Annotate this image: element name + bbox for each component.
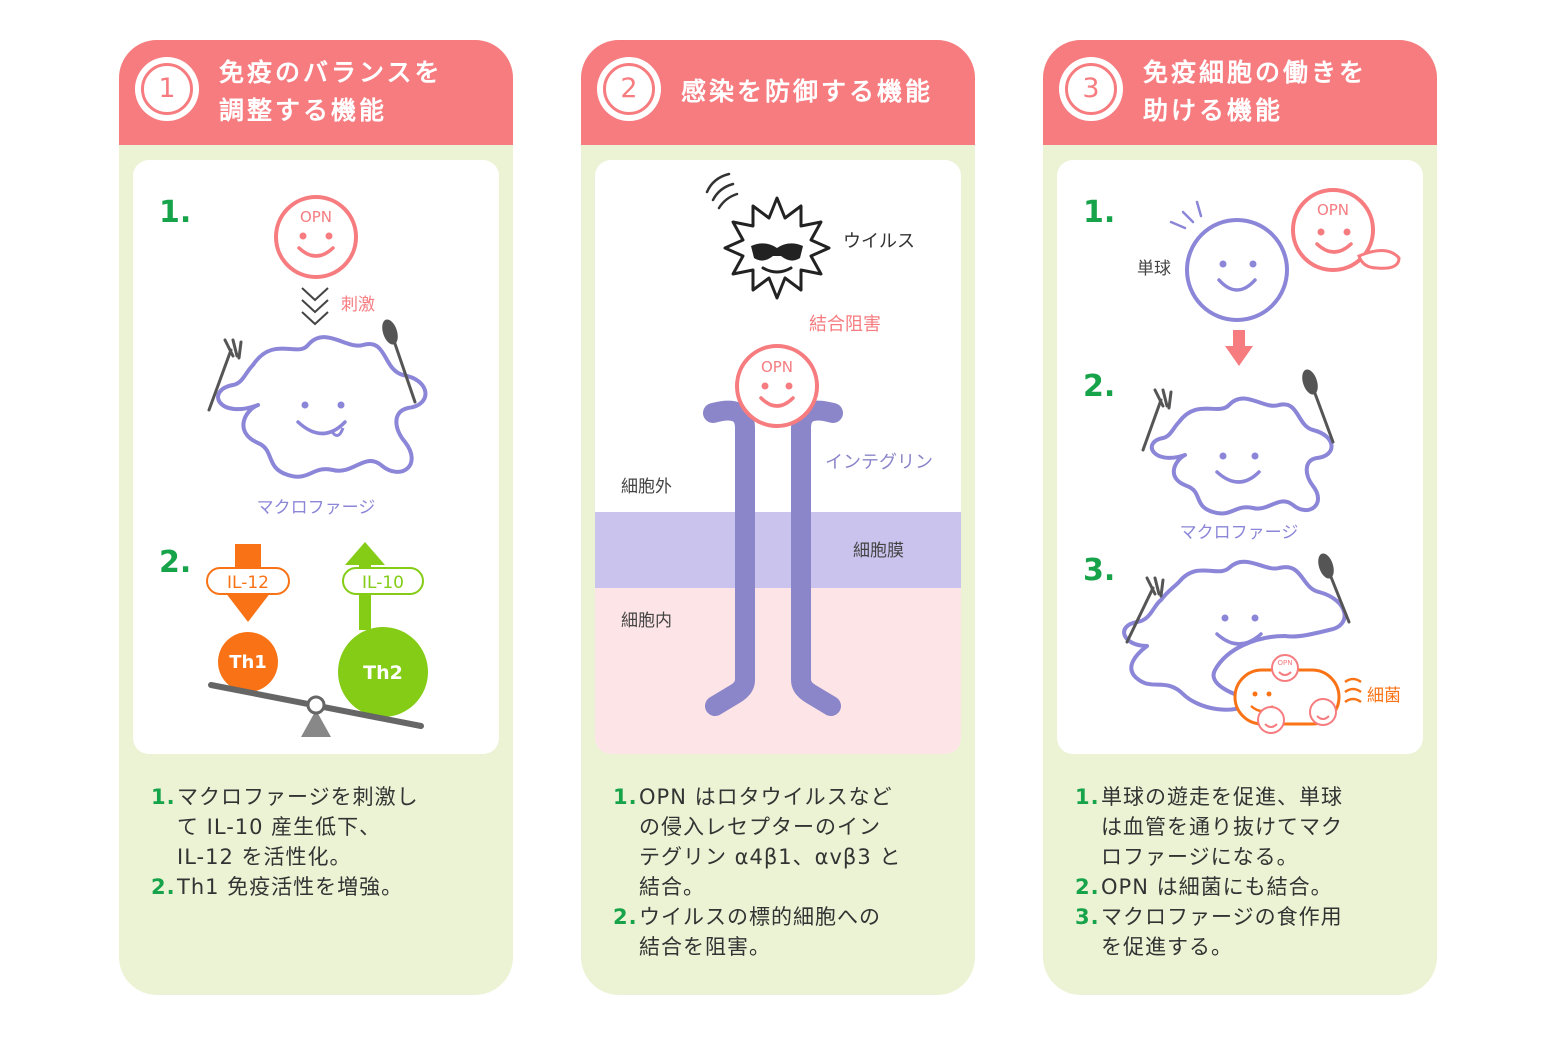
caption-item: 1. マクロファージを刺激し て IL-10 産生低下、 IL-12 を活性化。: [151, 782, 491, 872]
extracellular-label: 細胞外: [621, 477, 672, 497]
caption-text: OPN はロタウイルスなど の侵入レセプターのイン テグリン α4β1、αvβ3…: [639, 785, 902, 899]
il12-label: IL-12: [227, 573, 269, 593]
panel-number-badge: 1: [135, 57, 199, 121]
step-number: 1.: [159, 195, 191, 230]
panel-number: 1: [141, 63, 193, 115]
spoon-icon: [1318, 553, 1351, 624]
bacteria-icon: [1233, 668, 1362, 726]
panel-caption: 1. OPN はロタウイルスなど の侵入レセプターのイン テグリン α4β1、α…: [613, 782, 953, 962]
membrane-band: [595, 512, 961, 588]
caption-number: 2.: [1075, 875, 1100, 899]
monocyte-label: 単球: [1137, 259, 1171, 279]
panel-title-line: 助ける機能: [1143, 96, 1284, 125]
panel-title: 免疫のバランスを 調整する機能: [219, 54, 443, 130]
panel-number-badge: 3: [1059, 57, 1123, 121]
th1-circle: [218, 632, 278, 692]
macrophage-label: マクロファージ: [257, 498, 376, 518]
caption-text: マクロファージの食作用 を促進する。: [1101, 905, 1343, 959]
panel-caption: 1. 単球の遊走を促進、単球 は血管を通り抜けてマク ロファージになる。 2. …: [1075, 782, 1415, 962]
il10-label: IL-10: [362, 573, 404, 593]
opn-speech-bubble-icon: [1291, 188, 1401, 272]
caption-item: 2. ウイルスの標的細胞への 結合を阻害。: [613, 902, 953, 962]
panel-immune-balance: 1 免疫のバランスを 調整する機能 1. OPN 刺激: [119, 40, 513, 995]
panel-number: 3: [1065, 63, 1117, 115]
panel-header: 1 免疫のバランスを 調整する機能: [119, 40, 513, 145]
panel-title-line: 調整する機能: [219, 96, 388, 125]
panel-title: 感染を防御する機能: [681, 73, 933, 111]
macrophage-label: マクロファージ: [1180, 523, 1299, 543]
illustration-immune-cell-support: 1. 単球 OPN: [1057, 160, 1423, 754]
seesaw-icon: [208, 682, 424, 737]
spoon-icon: [1302, 369, 1335, 444]
caption-text: 単球の遊走を促進、単球 は血管を通り抜けてマク ロファージになる。: [1101, 785, 1343, 869]
membrane-label: 細胞膜: [853, 541, 904, 561]
macrophage-icon: [216, 335, 428, 479]
bacteria-label: 細菌: [1367, 686, 1401, 706]
opn-small-face-icon: [1257, 654, 1337, 734]
panel-caption: 1. マクロファージを刺激し て IL-10 産生低下、 IL-12 を活性化。…: [151, 782, 491, 902]
opn-small-label: OPN: [1278, 659, 1293, 667]
th2-circle: [338, 627, 428, 717]
intracellular-label: 細胞内: [621, 611, 672, 631]
panel-title-line: 免疫細胞の働きを: [1143, 58, 1368, 87]
sparkle-icon: [1169, 200, 1203, 230]
virus-icon: [723, 196, 831, 300]
fork-icon: [207, 338, 243, 412]
fork-icon: [1125, 576, 1165, 644]
integrin-label: インテグリン: [825, 452, 933, 473]
caption-text: Th1 免疫活性を増強。: [177, 875, 404, 899]
binding-block-label: 結合阻害: [809, 314, 881, 335]
opn-face-icon: [274, 195, 358, 279]
caption-number: 2.: [613, 905, 638, 929]
th1-label: Th1: [229, 652, 267, 673]
caption-item: 3. マクロファージの食作用 を促進する。: [1075, 902, 1415, 962]
panel-title-line: 感染を防御する機能: [681, 77, 934, 106]
chevron-down-icon: [301, 287, 329, 326]
caption-number: 3.: [1075, 905, 1100, 929]
opn-face-icon: [735, 344, 819, 428]
caption-text: マクロファージを刺激し て IL-10 産生低下、 IL-12 を活性化。: [177, 785, 419, 869]
caption-text: OPN は細菌にも結合。: [1101, 875, 1333, 899]
panel-number-badge: 2: [597, 57, 661, 121]
spoon-icon: [382, 319, 417, 404]
step-number: 3.: [1083, 553, 1115, 588]
vibration-icon: [705, 172, 739, 210]
macrophage-icon: [1150, 396, 1334, 516]
opn-label: OPN: [300, 208, 332, 226]
caption-item: 2. OPN は細菌にも結合。: [1075, 872, 1415, 902]
caption-item: 1. 単球の遊走を促進、単球 は血管を通り抜けてマク ロファージになる。: [1075, 782, 1415, 872]
caption-number: 2.: [151, 875, 176, 899]
step-number: 2.: [159, 545, 191, 580]
opn-label: OPN: [761, 358, 793, 376]
panel-immune-cell-support: 3 免疫細胞の働きを 助ける機能 1. 単球: [1043, 40, 1437, 995]
macrophage-engulfing-icon: [1122, 559, 1347, 712]
monocyte-face-icon: [1185, 218, 1289, 322]
intracellular-region: [595, 588, 961, 754]
panel-header: 2 感染を防御する機能: [581, 40, 975, 145]
caption-number: 1.: [613, 785, 638, 809]
caption-number: 1.: [1075, 785, 1100, 809]
step-number: 2.: [1083, 369, 1115, 404]
stimulus-label: 刺激: [341, 295, 375, 315]
step-number: 1.: [1083, 195, 1115, 230]
caption-item: 2. Th1 免疫活性を増強。: [151, 872, 491, 902]
opn-label: OPN: [1317, 201, 1349, 219]
panel-infection-defense: 2 感染を防御する機能 ウイルス 結合阻害: [581, 40, 975, 995]
integrin-receptor: [703, 400, 843, 716]
caption-number: 1.: [151, 785, 176, 809]
illustration-infection-defense: ウイルス 結合阻害 OPN インテグリン 細胞外 細胞膜 細胞内: [595, 160, 961, 754]
illustration-immune-balance: 1. OPN 刺激: [133, 160, 499, 754]
panel-number: 2: [603, 63, 655, 115]
panel-header: 3 免疫細胞の働きを 助ける機能: [1043, 40, 1437, 145]
fork-icon: [1141, 388, 1173, 452]
panel-title-line: 免疫のバランスを: [219, 58, 443, 87]
down-arrow-icon: [1225, 330, 1253, 366]
virus-label: ウイルス: [843, 231, 915, 252]
caption-text: ウイルスの標的細胞への 結合を阻害。: [639, 905, 881, 959]
th2-label: Th2: [363, 662, 403, 684]
panel-title: 免疫細胞の働きを 助ける機能: [1143, 54, 1367, 130]
caption-item: 1. OPN はロタウイルスなど の侵入レセプターのイン テグリン α4β1、α…: [613, 782, 953, 902]
